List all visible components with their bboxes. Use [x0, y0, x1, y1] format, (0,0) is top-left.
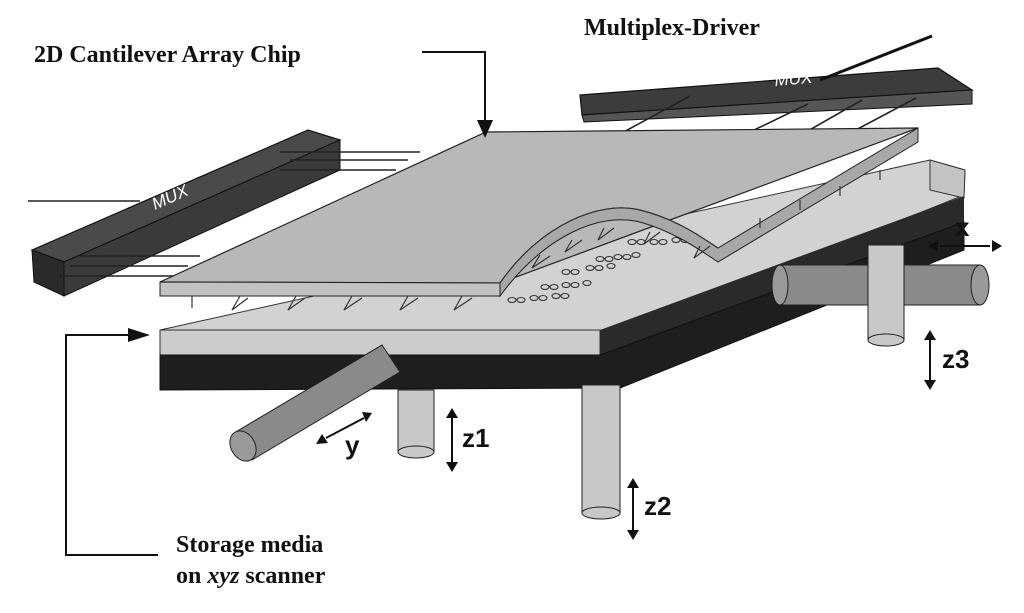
mux-right-wires	[619, 95, 917, 135]
z1-arrow	[446, 408, 458, 472]
storage-media-dark-layer	[159, 221, 965, 391]
post-z3	[867, 244, 905, 347]
mux-label-right: MUX	[774, 68, 814, 90]
x-arrow	[928, 240, 1002, 252]
cantilever-tips	[191, 170, 881, 311]
axis-z3-label: z3	[942, 344, 969, 374]
storage-label-line2: on xyz scanner	[176, 563, 326, 589]
y-arrow	[316, 412, 372, 444]
storage-label-on: on	[176, 563, 207, 589]
storage-label-scanner: scanner	[239, 563, 325, 589]
post-z2	[581, 384, 621, 520]
post-z1	[397, 389, 435, 459]
storage-callout	[65, 328, 158, 556]
axis-z2-label: z2	[644, 491, 671, 521]
mux-driver-right: MUX	[579, 34, 974, 123]
axis-z1-label: z1	[462, 423, 489, 453]
driver-label: Multiplex-Driver	[584, 15, 760, 41]
storage-label-xyz: xyz	[206, 563, 240, 589]
chip-callout	[422, 51, 493, 138]
y-rod	[229, 344, 401, 462]
axis-x-label: x	[955, 212, 970, 242]
written-bits	[507, 236, 690, 304]
axis-y-label: y	[345, 430, 360, 460]
storage-label-line1: Storage media	[176, 532, 323, 558]
chip-front-edge	[159, 281, 501, 297]
chip-label: 2D Cantilever Array Chip	[34, 42, 301, 68]
z2-arrow	[627, 478, 639, 540]
cantilever-chip	[159, 127, 919, 298]
z3-arrow	[924, 330, 936, 390]
mux-left-wires	[28, 151, 420, 277]
mux-driver-left: MUX	[30, 129, 342, 297]
